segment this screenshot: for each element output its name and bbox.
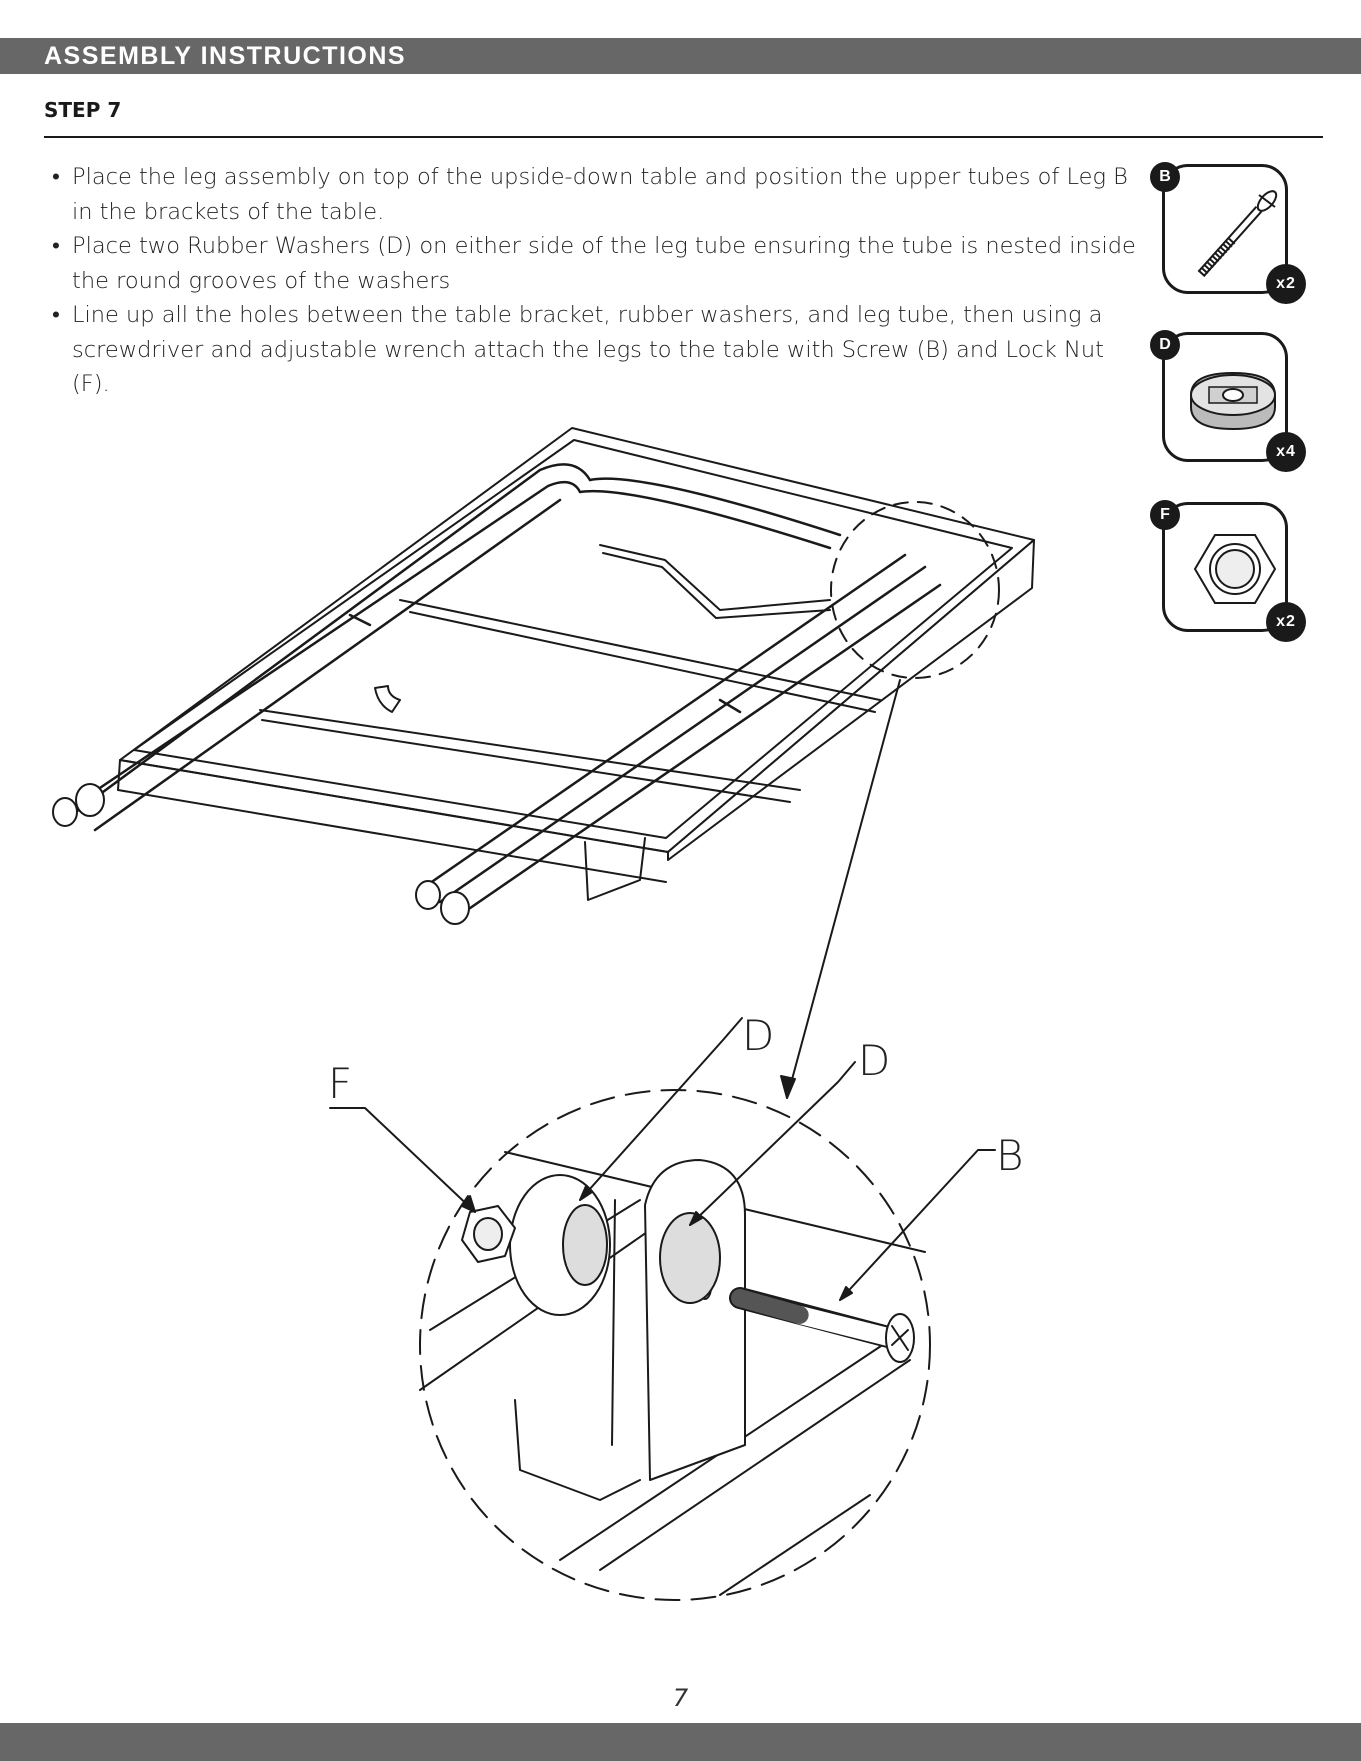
instruction-line: the round grooves of the washers xyxy=(72,267,451,294)
hardware-b-panel: B x2 xyxy=(1150,162,1306,304)
header-bar: ASSEMBLY INSTRUCTIONS xyxy=(0,38,1361,74)
leader-f xyxy=(329,1107,476,1213)
detail-marker xyxy=(830,501,1000,679)
hardware-quantity: x4 xyxy=(1266,432,1306,472)
leg-tubes xyxy=(63,463,942,917)
instruction-list: • Place the leg assembly on top of the u… xyxy=(52,160,1142,402)
zoom-detail xyxy=(419,1151,926,1596)
callout-f: F xyxy=(328,1059,353,1108)
footer-bar xyxy=(0,1723,1361,1761)
hardware-card xyxy=(1162,502,1288,632)
instruction-line: Place the leg assembly on top of the ups… xyxy=(72,164,1128,190)
instruction-line: in the brackets of the table. xyxy=(72,198,385,225)
step-title: STEP 7 xyxy=(44,98,122,122)
step-divider xyxy=(44,136,1323,138)
section-title: ASSEMBLY INSTRUCTIONS xyxy=(44,42,407,70)
hardware-f-panel: F x2 xyxy=(1150,500,1306,642)
instruction-line: screwdriver and adjustable wrench attach… xyxy=(72,336,1104,398)
hardware-card xyxy=(1162,332,1288,462)
table-frame xyxy=(117,427,1035,883)
callout-b: B xyxy=(996,1131,1024,1180)
hardware-letter: F xyxy=(1150,500,1180,530)
lock-nut-icon xyxy=(1193,534,1277,604)
assembly-diagram xyxy=(52,427,1035,1601)
bullet: • xyxy=(52,233,60,259)
screw-icon xyxy=(1197,190,1278,278)
detail-arrow xyxy=(786,679,901,1099)
zoom-circle xyxy=(419,1089,931,1601)
instruction-line: Line up all the holes between the table … xyxy=(72,302,1103,328)
instruction-item: • Place two Rubber Washers (D) on either… xyxy=(52,229,1142,298)
hardware-letter: B xyxy=(1150,162,1180,192)
hardware-letter: D xyxy=(1150,330,1180,360)
hardware-d-panel: D x4 xyxy=(1150,330,1306,472)
leg-feet xyxy=(52,783,470,925)
rubber-washer-icon xyxy=(1190,371,1276,431)
table-crossbars xyxy=(259,544,881,803)
table-bracket xyxy=(584,837,646,901)
instruction-item: • Place the leg assembly on top of the u… xyxy=(52,160,1142,229)
instruction-item: • Line up all the holes between the tabl… xyxy=(52,298,1142,402)
hardware-card xyxy=(1162,164,1288,294)
leader-b xyxy=(839,1149,996,1301)
hardware-quantity: x2 xyxy=(1266,602,1306,642)
leader-d2 xyxy=(689,1061,856,1226)
page-number: 7 xyxy=(672,1684,689,1712)
leader-d1 xyxy=(579,1017,743,1201)
callout-d: D xyxy=(858,1036,891,1085)
instruction-line: Place two Rubber Washers (D) on either s… xyxy=(72,233,1136,259)
callout-d: D xyxy=(742,1011,775,1060)
bullet: • xyxy=(52,164,60,190)
clip xyxy=(374,685,401,713)
hardware-quantity: x2 xyxy=(1266,264,1306,304)
bullet: • xyxy=(52,302,60,328)
